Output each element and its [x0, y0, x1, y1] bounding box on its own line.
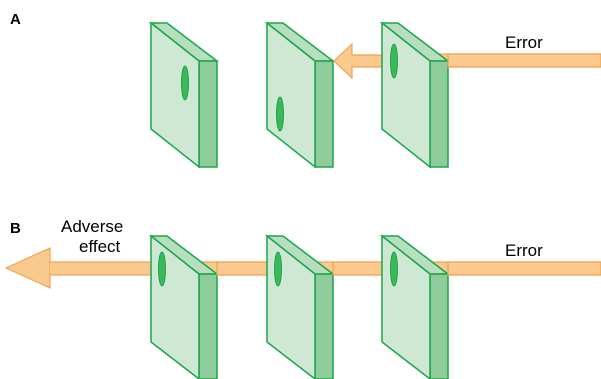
panel-a-slice-1-hole — [181, 65, 189, 101]
panel-a-slice-1 — [148, 21, 220, 169]
panel-b-error-label: Error — [505, 241, 543, 260]
panel-b-slice-3 — [379, 234, 451, 379]
panel-b-effect-label: effect — [79, 237, 121, 256]
panel-a-label: A — [10, 11, 21, 28]
panel-b-slice-1-hole — [158, 251, 166, 287]
panel-b-label: B — [10, 220, 21, 237]
panel-b-adverse-label: Adverse — [61, 217, 123, 236]
panel-b-slice-1 — [148, 234, 220, 379]
panel-a-error-label: Error — [505, 33, 543, 52]
panel-b: Error Adverse effect — [4, 217, 601, 379]
panel-a-slice-3-hole — [390, 43, 398, 79]
panel-b-arrow-seg-3 — [447, 261, 601, 276]
panel-a-arrow-front — [447, 53, 601, 68]
panel-b-slice-3-hole — [390, 251, 398, 287]
panel-b-arrowhead — [4, 247, 51, 289]
panel-b-slice-2-hole — [274, 251, 282, 287]
panel-a-slice-2 — [264, 21, 336, 169]
panel-a: Error — [148, 21, 601, 169]
panel-a-slice-3 — [379, 21, 451, 169]
panel-b-slice-2 — [264, 234, 336, 379]
panel-a-slice-2-hole — [276, 96, 284, 132]
